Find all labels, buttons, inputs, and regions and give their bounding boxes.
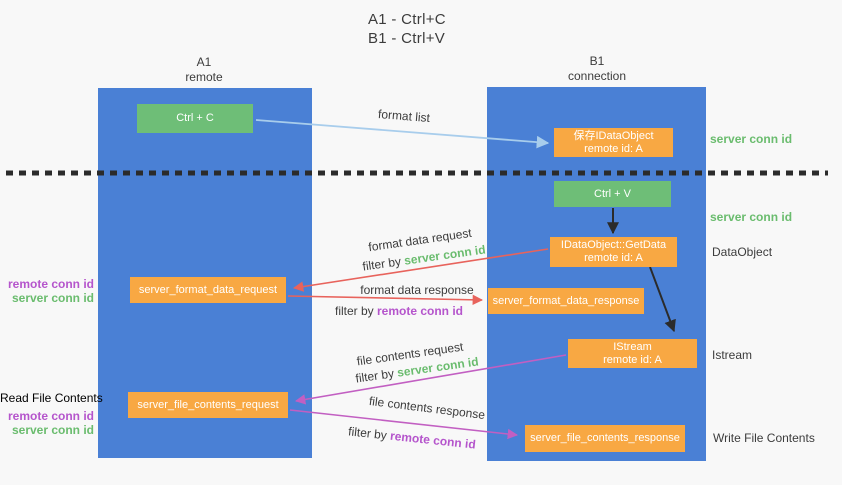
arrow-getdata-to-istream [649, 266, 676, 333]
box-file-response-label: server_file_contents_response [530, 432, 680, 444]
arrow-file-contents-request [294, 354, 567, 405]
box-ctrl-v-label: Ctrl + V [594, 187, 631, 200]
box-istream-line2: remote id: A [603, 353, 662, 366]
title-line-2: B1 - Ctrl+V [368, 30, 446, 47]
box-ctrl-c: Ctrl + C [137, 104, 253, 133]
arrow-file-contents-response [289, 409, 519, 440]
arrow-format-list [255, 119, 550, 149]
box-server-format-data-request: server_format_data_request [130, 277, 286, 303]
arrow-format-data-request [292, 248, 549, 292]
label-filter-by-remote-conn-id-1: filter by remote conn id [335, 304, 463, 318]
label-read-file-contents: Read File Contents [0, 391, 103, 405]
column-a1-name: A1 [196, 55, 212, 69]
column-header-a1: A1 remote [144, 55, 264, 85]
box-file-request-label: server_file_contents_request [137, 398, 279, 411]
box-format-request-label: server_format_data_request [138, 283, 278, 296]
label-group-file-conn-ids: Read File Contents remote conn id server… [0, 391, 103, 437]
label-server-conn-id: server conn id [11, 291, 94, 305]
label-istream: Istream [712, 348, 753, 362]
box-ctrl-v: Ctrl + V [554, 181, 671, 207]
column-a1-role: remote [185, 70, 223, 84]
box-format-response-label: server_format_data_response [492, 294, 640, 307]
box-getdata-line1: IDataObject::GetData [560, 239, 667, 251]
label-dataobject: DataObject [712, 245, 773, 259]
arrow-format-data-response [287, 294, 484, 306]
box-istream: IStream remote id: A [568, 339, 697, 368]
label-server-conn-id-top: server conn id [710, 132, 793, 146]
column-header-b1: B1 connection [537, 54, 657, 84]
filter-by-text: filter by [334, 304, 377, 318]
box-save-idataobject-line1: 保存IDataObject [573, 129, 654, 142]
box-idataobject-getdata: IDataObject::GetData remote id: A [550, 237, 677, 267]
title-line-1: A1 - Ctrl+C [368, 11, 446, 28]
box-server-format-data-response: server_format_data_response [488, 288, 644, 314]
diagram-title: A1 - Ctrl+C B1 - Ctrl+V [368, 10, 446, 48]
label-format-data-response: format data response [360, 283, 474, 297]
box-ctrl-c-label: Ctrl + C [176, 112, 214, 124]
label-remote-conn-id: remote conn id [7, 277, 94, 291]
box-getdata-line2: remote id: A [584, 252, 643, 264]
box-istream-line1: IStream [613, 340, 652, 353]
label-server-conn-id: server conn id [11, 423, 94, 437]
label-remote-conn-id: remote conn id [7, 409, 94, 423]
label-server-conn-id-mid: server conn id [710, 210, 793, 224]
box-save-idataobject: 保存IDataObject remote id: A [554, 128, 673, 157]
box-server-file-contents-response: server_file_contents_response [525, 425, 685, 452]
box-server-file-contents-request: server_file_contents_request [128, 392, 288, 418]
column-b1-name: B1 [589, 54, 605, 68]
label-write-file-contents: Write File Contents [713, 431, 815, 445]
column-b1-role: connection [567, 69, 627, 83]
remote-conn-id-text: remote conn id [377, 304, 464, 318]
label-group-format-conn-ids: remote conn id server conn id [0, 277, 94, 305]
box-save-idataobject-line2: remote id: A [584, 142, 643, 155]
